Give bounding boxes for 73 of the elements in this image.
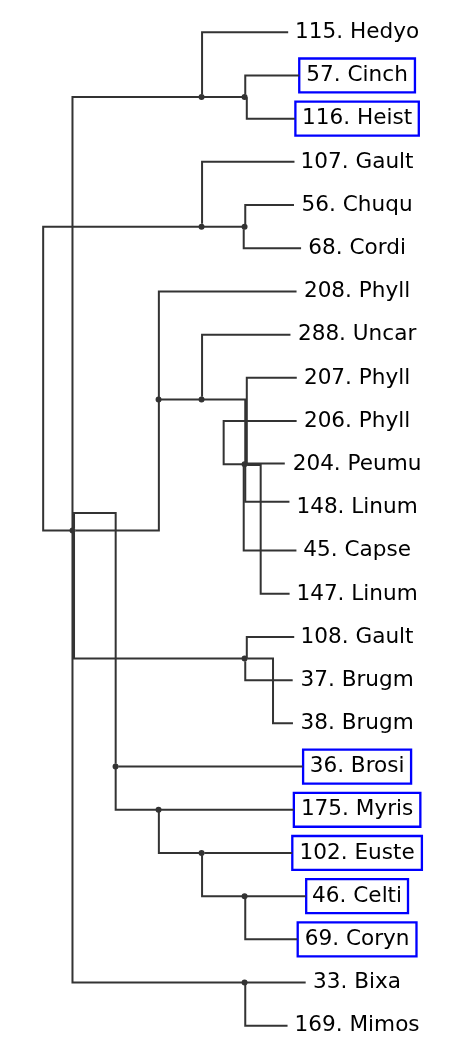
node-text: 169. Mimos xyxy=(294,1011,420,1037)
node-point xyxy=(155,806,162,813)
connector xyxy=(114,768,157,811)
connector xyxy=(244,466,290,503)
node-point xyxy=(69,527,76,534)
node-box: 175. Myris xyxy=(292,791,422,828)
node-point xyxy=(241,223,248,230)
connector xyxy=(203,96,243,99)
node-box: 46. Celti xyxy=(305,878,410,915)
node-text: 108. Gault xyxy=(300,622,414,648)
connector xyxy=(244,74,300,95)
connector xyxy=(204,851,293,854)
connector xyxy=(160,808,294,811)
node-text: 206. Phyll xyxy=(303,406,411,432)
node-box: 36. Brosi xyxy=(301,748,413,785)
node-text: 207. Phyll xyxy=(303,363,411,389)
connector xyxy=(73,512,117,764)
connector xyxy=(160,398,199,401)
node-point xyxy=(155,396,162,403)
connector xyxy=(247,463,290,595)
node-point xyxy=(198,396,205,403)
node-point xyxy=(241,655,248,662)
node-text: 107. Gault xyxy=(300,147,414,173)
node-text: 45. Capse xyxy=(303,536,411,562)
connector xyxy=(201,160,295,224)
node-text: 288. Uncar xyxy=(297,320,417,346)
node-text: 147. Linum xyxy=(296,579,418,605)
node-text: 38. Brugm xyxy=(300,709,414,735)
connector xyxy=(245,635,295,659)
connector xyxy=(201,333,291,397)
connector xyxy=(75,401,160,532)
node-box: 57. Cinch xyxy=(298,57,417,94)
connector xyxy=(242,466,297,552)
node-point xyxy=(198,94,205,101)
connector xyxy=(71,96,200,529)
connector xyxy=(245,376,297,464)
connector xyxy=(244,984,288,1027)
connector xyxy=(246,895,306,898)
node-box: 116. Heist xyxy=(294,100,420,137)
connector xyxy=(201,31,289,95)
node-text: 148. Linum xyxy=(296,493,418,519)
node-point xyxy=(241,979,248,986)
node-text: 37. Brugm xyxy=(300,665,414,691)
connector xyxy=(245,97,295,120)
node-box: 102. Euste xyxy=(291,834,424,872)
node-point xyxy=(112,763,119,770)
node-box: 69. Coryn xyxy=(296,921,418,958)
connector xyxy=(246,981,306,984)
connector xyxy=(244,898,298,941)
node-point xyxy=(198,849,205,856)
connector xyxy=(203,225,243,228)
connector xyxy=(203,398,247,463)
connector xyxy=(201,855,243,898)
node-point xyxy=(241,461,248,468)
node-text: 208. Phyll xyxy=(303,277,411,303)
node-point xyxy=(241,94,248,101)
connector xyxy=(242,229,302,250)
node-text: 115. Hedyo xyxy=(295,17,420,43)
connector xyxy=(118,765,303,768)
node-point xyxy=(198,223,205,230)
node-point xyxy=(241,893,248,900)
connector xyxy=(244,661,293,682)
connector xyxy=(71,533,243,984)
connector xyxy=(247,657,293,725)
connector xyxy=(246,462,285,465)
connector xyxy=(244,204,294,224)
connector xyxy=(157,812,200,854)
node-text: 68. Cordi xyxy=(308,233,406,259)
connector xyxy=(157,290,297,398)
node-text: 204. Peumu xyxy=(292,449,422,475)
connector xyxy=(73,532,243,660)
node-text: 33. Bixa xyxy=(313,968,402,994)
node-text: 56. Chuqu xyxy=(301,190,413,216)
